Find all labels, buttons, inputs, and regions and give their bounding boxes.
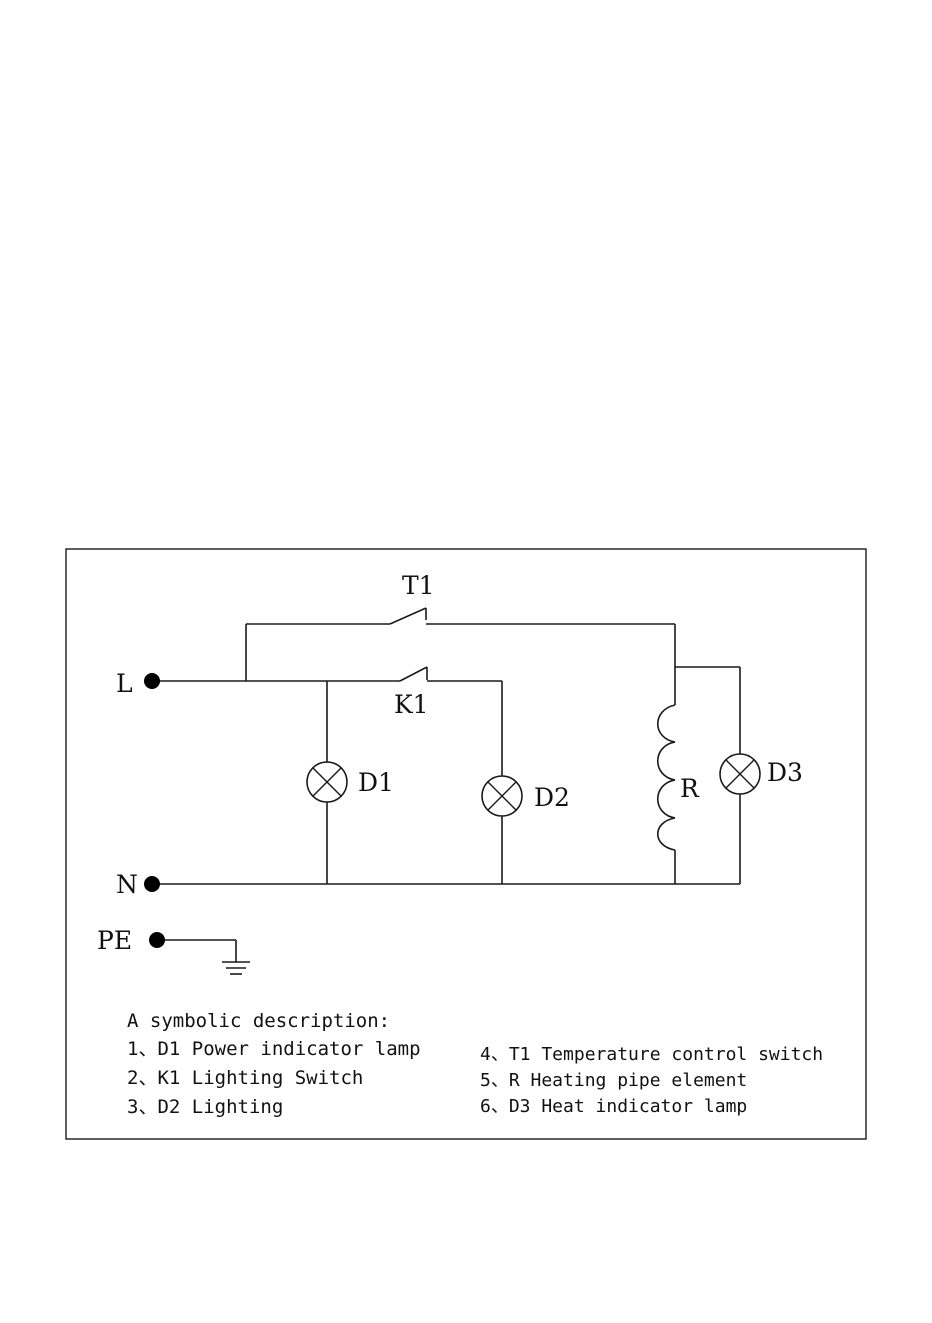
d1-label: D1 — [358, 768, 394, 797]
legend-item: 2、K1 Lighting Switch — [127, 1067, 363, 1089]
legend-item: 4、T1 Temperature control switch — [480, 1044, 823, 1065]
k1-label: K1 — [394, 690, 429, 719]
k1-switch — [400, 667, 502, 681]
legend-item: 5、R Heating pipe element — [480, 1070, 747, 1091]
legend-title: A symbolic description: — [127, 1010, 390, 1032]
legend-item: 6、D3 Heat indicator lamp — [480, 1096, 747, 1117]
d2-label: D2 — [534, 783, 570, 812]
legend: A symbolic description: 1、D1 Power indic… — [127, 1010, 823, 1118]
d1-lamp — [307, 681, 347, 884]
legend-item: 3、D2 Lighting — [127, 1096, 283, 1118]
terminal-l-label: L — [116, 669, 133, 698]
r-label: R — [680, 774, 700, 803]
terminal-n-label: N — [116, 870, 138, 899]
live-wiring — [152, 624, 740, 754]
r-heating-element — [658, 705, 675, 884]
terminal-pe-dot — [149, 932, 165, 948]
terminal-n-dot — [144, 876, 160, 892]
legend-item: 1、D1 Power indicator lamp — [127, 1038, 421, 1060]
earth-wiring — [157, 940, 236, 962]
d3-lamp — [720, 754, 760, 884]
d2-lamp — [482, 681, 522, 884]
d3-label: D3 — [767, 758, 803, 787]
ground-icon — [222, 962, 250, 974]
t1-label: T1 — [402, 571, 435, 600]
t1-switch — [390, 608, 426, 624]
terminal-pe-label: PE — [97, 926, 132, 955]
terminal-l-dot — [144, 673, 160, 689]
